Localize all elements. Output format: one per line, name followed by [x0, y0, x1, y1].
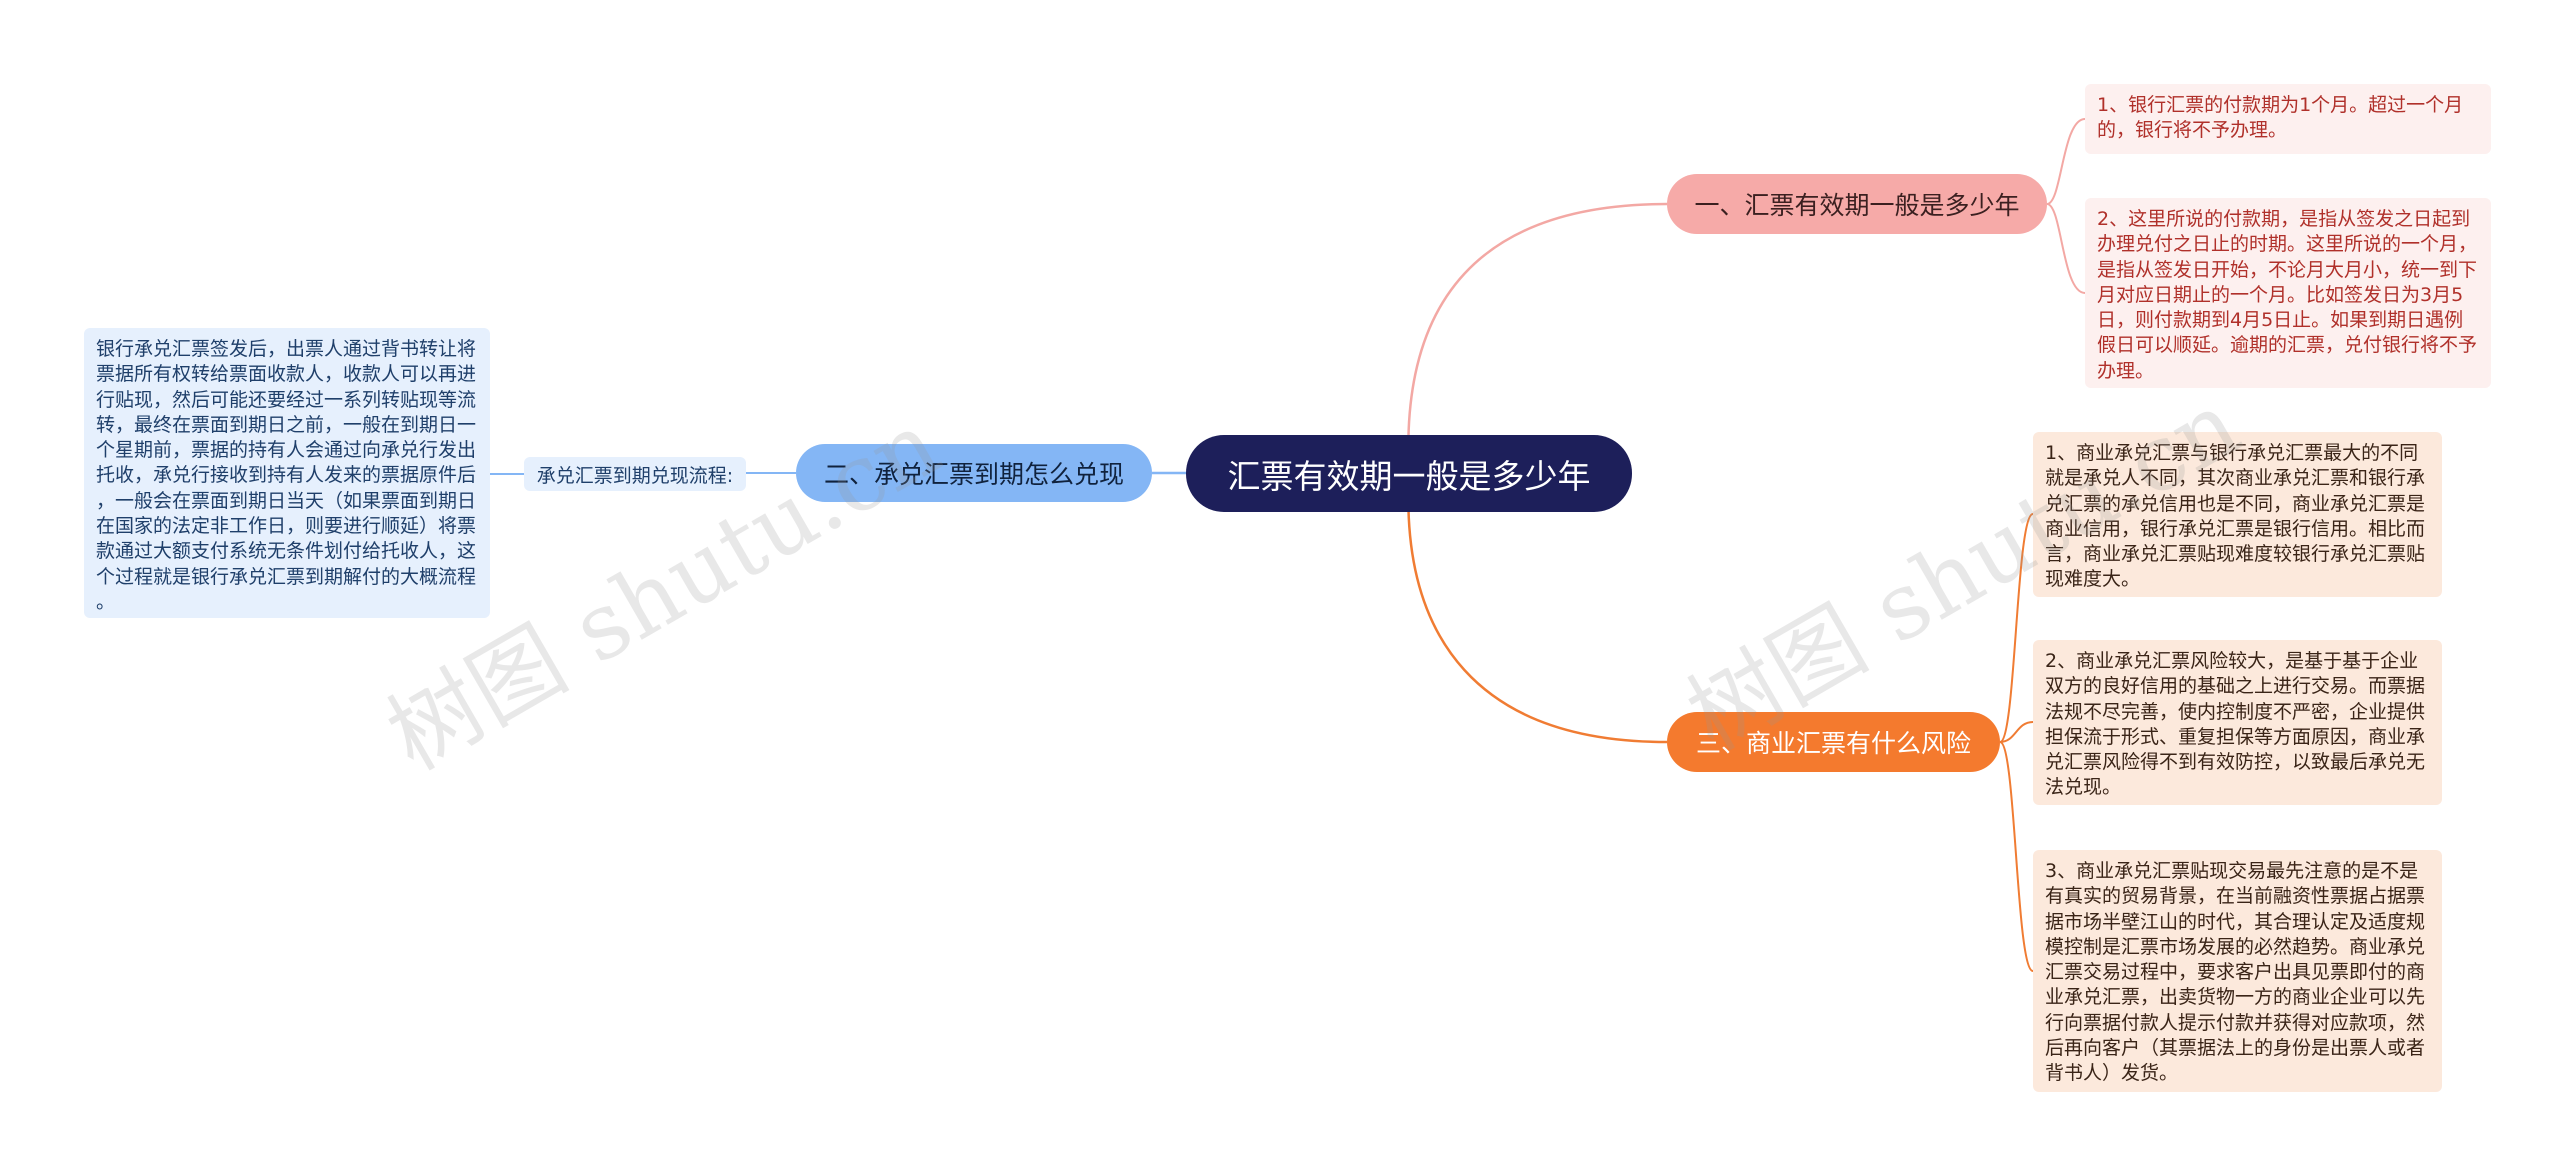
root-topic[interactable]: 汇票有效期一般是多少年 — [1186, 435, 1632, 512]
branch-redemption[interactable]: 二、承兑汇票到期怎么兑现 — [796, 444, 1152, 502]
leaf-validity-1[interactable]: 1、银行汇票的付款期为1个月。超过一个月 的，银行将不予办理。 — [2085, 84, 2491, 154]
link-b1-leaf2 — [2046, 203, 2086, 294]
redemption-process-label[interactable]: 承兑汇票到期兑现流程: — [524, 457, 746, 491]
link-root-b1 — [1407, 202, 1668, 474]
branch-commercial-risk[interactable]: 三、商业汇票有什么风险 — [1667, 712, 2000, 772]
leaf-redemption-process[interactable]: 银行承兑汇票签发后，出票人通过背书转让将 票据所有权转给票面收款人，收款人可以再… — [84, 328, 490, 618]
link-root-b3 — [1407, 472, 1668, 744]
link-b3-leaf1 — [1999, 513, 2034, 743]
link-b3-leaf2 — [1999, 721, 2034, 743]
leaf-validity-2[interactable]: 2、这里所说的付款期，是指从签发之日起到 办理兑付之日止的时期。这里所说的一个月… — [2085, 198, 2491, 388]
link-b3-leaf3 — [1999, 741, 2034, 972]
leaf-risk-1[interactable]: 1、商业承兑汇票与银行承兑汇票最大的不同 就是承兑人不同，其次商业承兑汇票和银行… — [2033, 432, 2442, 597]
leaf-risk-3[interactable]: 3、商业承兑汇票贴现交易最先注意的是不是 有真实的贸易背景，在当前融资性票据占据… — [2033, 850, 2442, 1092]
leaf-risk-2[interactable]: 2、商业承兑汇票风险较大，是基于基于企业 双方的良好信用的基础之上进行交易。而票… — [2033, 640, 2442, 805]
link-b1-leaf1 — [2046, 118, 2086, 205]
branch-validity-period[interactable]: 一、汇票有效期一般是多少年 — [1667, 174, 2047, 234]
